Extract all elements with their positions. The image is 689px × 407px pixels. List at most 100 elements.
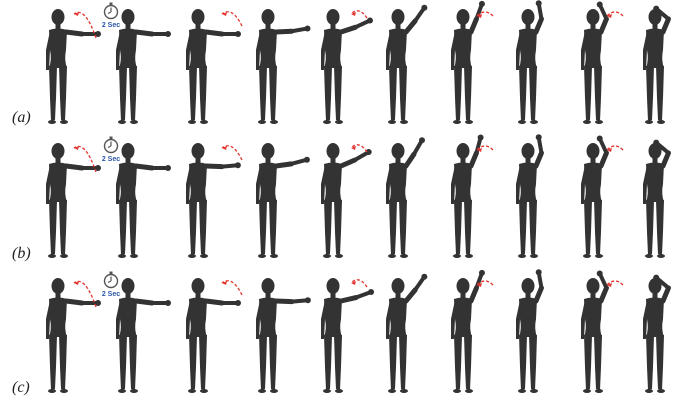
resting-arm	[643, 165, 647, 204]
upper-arm	[663, 153, 668, 166]
left-leg	[259, 66, 267, 121]
hand	[597, 270, 603, 276]
pose-frame	[643, 275, 668, 393]
left-leg	[189, 200, 197, 255]
hand	[536, 269, 542, 275]
resting-arm	[321, 31, 325, 70]
resting-arm	[516, 165, 520, 204]
resting-arm	[643, 31, 647, 70]
pose-frame	[46, 143, 101, 258]
torso	[324, 29, 342, 69]
upper-arm	[471, 19, 476, 32]
resting-arm	[451, 31, 455, 70]
pose-frame	[386, 137, 425, 258]
head	[327, 278, 340, 294]
torso	[454, 29, 472, 69]
head	[522, 9, 535, 25]
right-leg	[334, 200, 342, 255]
pose-frame	[256, 9, 311, 124]
left-leg	[259, 200, 267, 255]
upper-arm	[601, 153, 606, 166]
resting-arm	[321, 165, 325, 204]
timer-label: 2 Sec	[102, 291, 120, 298]
resting-arm	[386, 300, 390, 339]
pose-frame	[581, 270, 606, 393]
head	[457, 143, 470, 159]
left-leg	[519, 335, 527, 390]
hand	[235, 300, 241, 306]
upper-arm	[536, 19, 541, 32]
pose-frame	[321, 9, 373, 124]
hand	[653, 140, 659, 146]
upper-arm	[341, 298, 356, 301]
upper-arm	[66, 32, 82, 34]
upper-arm	[136, 32, 152, 34]
upper-arm	[536, 288, 541, 301]
upper-arm	[66, 166, 82, 168]
right-leg	[199, 200, 207, 255]
left-leg	[454, 335, 462, 390]
right-leg	[59, 66, 67, 121]
left-leg	[584, 200, 592, 255]
left-leg	[454, 200, 462, 255]
head	[122, 9, 135, 25]
upper-arm	[136, 301, 152, 303]
pose-frame	[643, 140, 668, 258]
hand	[653, 6, 659, 12]
resting-arm	[386, 31, 390, 70]
left-leg	[119, 66, 127, 121]
torso	[454, 163, 472, 203]
left-leg	[584, 335, 592, 390]
head	[587, 278, 600, 294]
pose-frame	[516, 134, 542, 258]
upper-arm	[341, 160, 355, 166]
torso	[324, 298, 342, 338]
arrowhead	[222, 146, 227, 150]
upper-arm	[206, 301, 222, 303]
upper-arm	[136, 166, 152, 168]
head	[457, 9, 470, 25]
hand	[304, 157, 310, 163]
head	[122, 278, 135, 294]
hand	[235, 31, 241, 37]
pose-frame	[46, 9, 101, 124]
torso	[259, 298, 277, 338]
pose-frame	[116, 278, 171, 393]
pose-frame	[516, 0, 542, 124]
pose-frame	[581, 135, 606, 258]
left-leg	[189, 335, 197, 390]
upper-arm	[663, 19, 668, 32]
arrowhead	[74, 146, 79, 150]
head	[52, 9, 65, 25]
right-leg	[59, 335, 67, 390]
resting-arm	[256, 300, 260, 339]
torso	[189, 29, 207, 69]
sequence-row: (b)2 Sec	[12, 134, 668, 262]
upper-arm	[471, 153, 476, 166]
left-leg	[119, 200, 127, 255]
right-leg	[129, 335, 137, 390]
hand	[479, 270, 485, 276]
arrowhead	[222, 12, 227, 16]
torso	[646, 29, 664, 69]
right-leg	[594, 200, 602, 255]
torso	[49, 163, 67, 203]
right-leg	[269, 66, 277, 121]
row-label: (c)	[12, 379, 30, 396]
torso	[646, 163, 664, 203]
hand	[536, 0, 542, 6]
left-leg	[646, 200, 654, 255]
right-leg	[594, 66, 602, 121]
torso	[119, 298, 137, 338]
resting-arm	[186, 31, 190, 70]
left-leg	[49, 335, 57, 390]
head	[52, 143, 65, 159]
torso	[454, 298, 472, 338]
upper-arm	[663, 288, 668, 301]
right-leg	[529, 335, 537, 390]
head	[192, 143, 205, 159]
torso	[189, 298, 207, 338]
left-leg	[259, 335, 267, 390]
right-leg	[399, 66, 407, 121]
pose-frame	[321, 143, 372, 258]
